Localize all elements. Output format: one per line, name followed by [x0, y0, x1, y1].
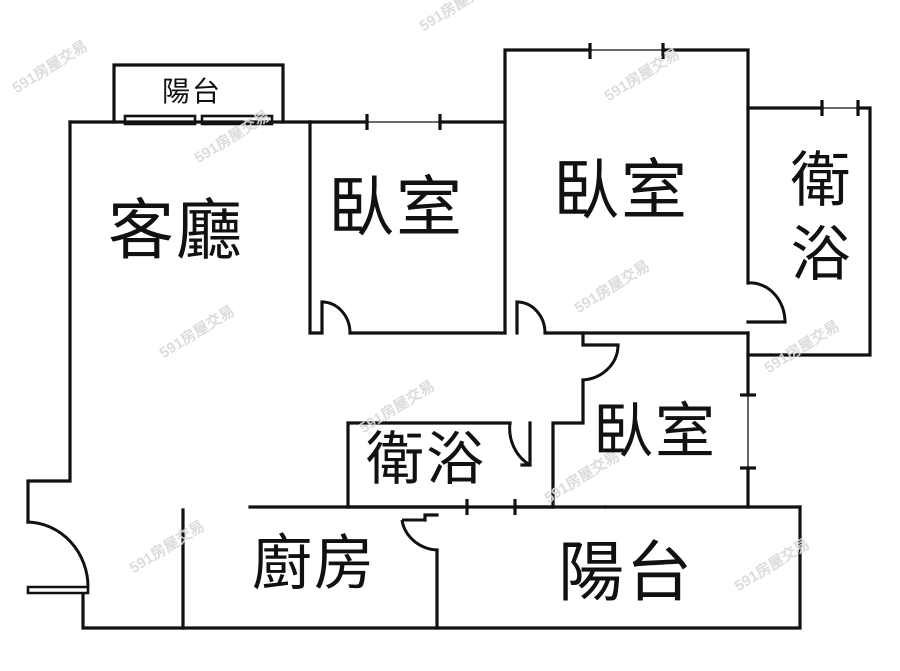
door-arc-bedroom-1: [321, 300, 352, 334]
room-label-balcony-top: 陽台: [162, 75, 223, 108]
bottom-wall: [81, 505, 802, 630]
room-label-balcony-bottom: 陽台: [558, 534, 694, 611]
room-label-kitchen: 廚房: [252, 529, 376, 599]
sliding-window-left: [123, 114, 197, 126]
door-arc-kitchen: [400, 519, 438, 552]
door-arc-bathroom-2: [508, 422, 531, 467]
door-arc-bathroom-1: [747, 281, 787, 323]
balcony-top-wall: [112, 63, 285, 124]
room-label-bathroom-1: 衛浴: [780, 148, 850, 296]
sliding-window-right: [200, 114, 274, 126]
door-arc-bedroom-2: [516, 300, 547, 334]
door-arc-entrance: [27, 520, 90, 588]
room-label-bathroom-2: 衛浴: [366, 425, 487, 493]
room-label-living-room: 客廳: [108, 192, 244, 269]
room-label-bedroom-3: 臥室: [593, 397, 717, 467]
living-left-wall: [26, 120, 72, 524]
door-arc-bedroom-3: [582, 344, 620, 382]
room-label-bedroom-1: 臥室: [328, 169, 464, 246]
room-label-bedroom-2: 臥室: [553, 152, 689, 229]
